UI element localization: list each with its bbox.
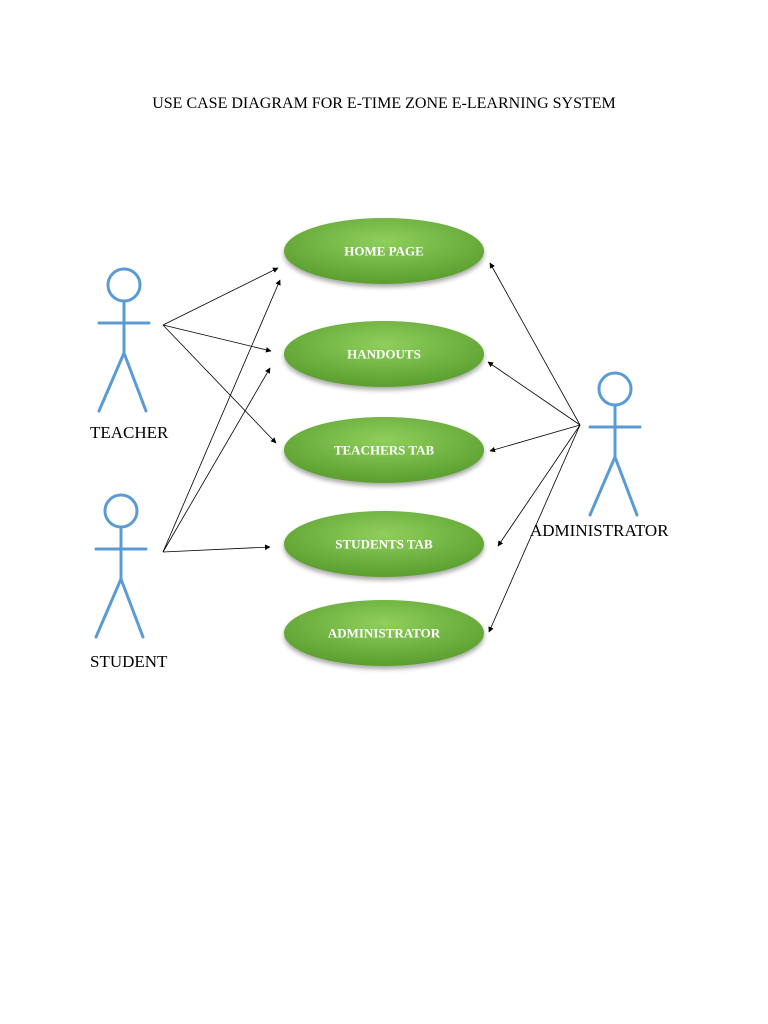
use-case-teachers-tab[interactable]: TEACHERS TAB	[284, 417, 484, 483]
actor-figure-icon	[588, 371, 642, 517]
actor-teacher[interactable]: TEACHER	[90, 267, 169, 442]
use-case-label: STUDENTS TAB	[335, 537, 433, 552]
actor-administrator[interactable]: ADMINISTRATOR	[530, 371, 669, 540]
association-administrator-to-administrator-uc	[488, 424, 581, 633]
actors-layer: TEACHER STUDENT ADMINISTRATOR	[90, 267, 669, 671]
use-case-home-page[interactable]: HOME PAGE	[284, 218, 484, 284]
actor-left-leg	[588, 455, 617, 517]
actor-label: ADMINISTRATOR	[530, 521, 669, 540]
use-case-handouts[interactable]: HANDOUTS	[284, 321, 484, 387]
use-case-administrator-uc[interactable]: ADMINISTRATOR	[284, 600, 484, 666]
actor-label: TEACHER	[90, 423, 169, 442]
association-administrator-to-home-page	[489, 262, 581, 426]
actor-student[interactable]: STUDENT	[90, 493, 168, 671]
use-case-ellipse	[284, 321, 484, 387]
use-case-label: HANDOUTS	[347, 347, 421, 362]
actor-label: STUDENT	[90, 652, 168, 671]
association-teacher-to-handouts	[162, 324, 272, 353]
association-administrator-to-handouts	[487, 361, 581, 426]
actor-left-leg	[94, 577, 123, 639]
actor-figure-icon	[97, 267, 151, 413]
association-teacher-to-home-page	[162, 267, 279, 326]
actor-left-leg	[97, 351, 126, 413]
associations-layer	[162, 262, 581, 633]
use-case-ellipse	[284, 218, 484, 284]
actor-right-leg	[613, 455, 639, 517]
use-case-students-tab[interactable]: STUDENTS TAB	[284, 511, 484, 577]
association-student-to-home-page	[162, 279, 281, 553]
use-case-label: ADMINISTRATOR	[328, 626, 441, 641]
actor-right-leg	[122, 351, 148, 413]
diagram-title: USE CASE DIAGRAM FOR E-TIME ZONE E-LEARN…	[152, 95, 616, 112]
actor-right-leg	[119, 577, 145, 639]
actor-head	[103, 493, 139, 529]
use-case-label: TEACHERS TAB	[334, 443, 435, 458]
use-case-ellipse	[284, 511, 484, 577]
association-administrator-to-students-tab	[497, 424, 581, 547]
use-case-label: HOME PAGE	[344, 244, 424, 259]
use-case-ellipse	[284, 600, 484, 666]
actor-head	[597, 371, 633, 407]
association-student-to-handouts	[162, 367, 271, 553]
association-teacher-to-teachers-tab	[162, 324, 277, 444]
association-student-to-students-tab	[162, 544, 271, 553]
use-cases-layer: HOME PAGE HANDOUTS TEACHERS TAB STUDENTS TA…	[284, 218, 484, 666]
actor-figure-icon	[94, 493, 148, 639]
actor-head	[106, 267, 142, 303]
use-case-ellipse	[284, 417, 484, 483]
association-administrator-to-teachers-tab	[489, 424, 581, 453]
